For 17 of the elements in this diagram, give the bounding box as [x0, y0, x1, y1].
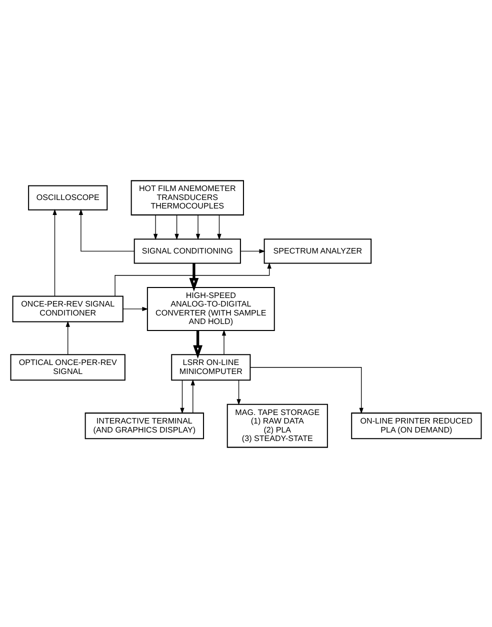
arrow: [217, 214, 222, 240]
arrow: [196, 214, 200, 240]
arrow: [240, 248, 266, 253]
arrow: [190, 378, 195, 413]
arrow: [222, 329, 226, 354]
arrow: [189, 262, 199, 291]
arrow: [250, 366, 364, 414]
arrow: [52, 208, 57, 296]
arrow: [153, 214, 158, 240]
arrow: [122, 306, 148, 311]
arrow: [236, 380, 241, 405]
arrow: [66, 320, 70, 354]
arrow: [78, 208, 135, 252]
arrow: [180, 380, 184, 414]
arrow: [193, 330, 203, 358]
arrow: [174, 214, 179, 240]
arrow: [114, 262, 272, 296]
